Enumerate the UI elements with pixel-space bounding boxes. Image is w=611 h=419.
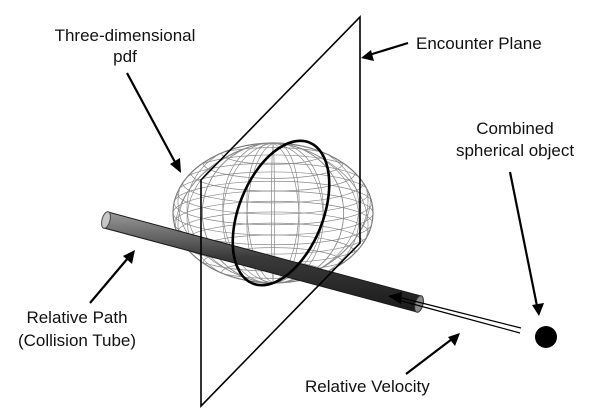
label-relative-velocity: Relative Velocity — [305, 377, 430, 396]
mesh-longitude — [271, 143, 275, 283]
label-object-line2: spherical object — [456, 141, 574, 160]
mesh-latitude — [173, 190, 373, 236]
mesh-longitude — [177, 143, 369, 283]
arrow-pdf — [126, 72, 181, 173]
mesh-latitude — [202, 147, 344, 179]
pointer-arrows — [89, 41, 544, 375]
encounter-plane — [200, 15, 361, 408]
tube-end-cap — [101, 211, 111, 229]
arrow-spherical-object — [508, 171, 544, 316]
label-pdf-line2: pdf — [113, 47, 137, 66]
mesh-latitude — [176, 171, 370, 215]
label-encounter-plane: Encounter Plane — [416, 34, 542, 53]
mesh-latitude — [202, 247, 344, 279]
label-object-line1: Combined — [476, 119, 554, 138]
mesh-latitude — [182, 162, 364, 204]
label-path-line1: Relative Path — [26, 308, 127, 327]
relative-velocity-vector — [388, 292, 522, 334]
tube-body — [103, 211, 422, 313]
arrow-relative-path — [89, 250, 135, 304]
tube-far-cap — [414, 295, 424, 313]
encounter-circle — [231, 139, 331, 287]
label-pdf-line1: Three-dimensional — [55, 26, 196, 45]
arrow-relative-velocity — [405, 333, 460, 375]
label-path-line2: (Collision Tube) — [18, 331, 136, 350]
spherical-object — [535, 326, 557, 348]
collision-tube — [101, 211, 424, 313]
arrow-encounter-plane — [361, 41, 409, 61]
